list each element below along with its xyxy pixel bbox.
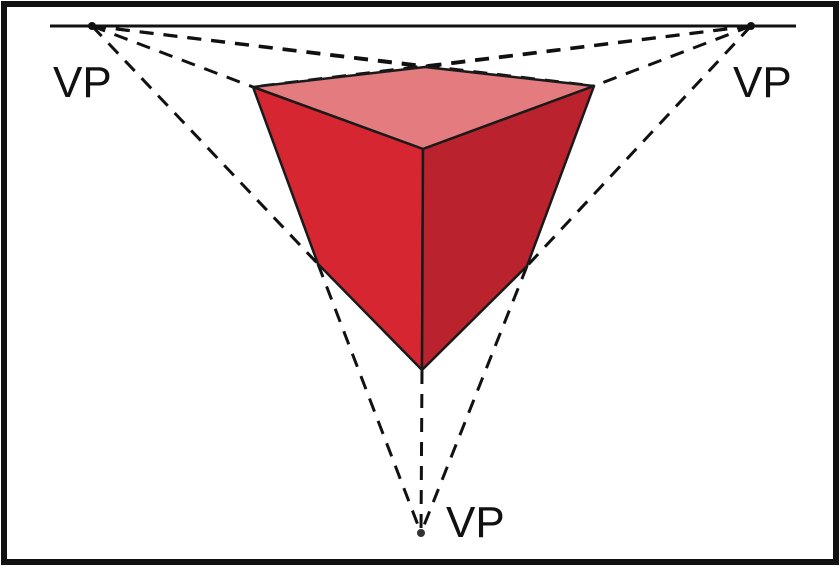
vp-right-dot [747, 22, 755, 30]
vp-bottom-label: VP [446, 498, 505, 547]
cube-right-face [420, 84, 596, 372]
cube [251, 65, 596, 372]
vp-bottom-dot [417, 529, 425, 537]
guide-left-to-top-left [91, 24, 254, 89]
guide-bottom-left-edge [316, 263, 423, 534]
vp-left-label: VP [53, 58, 112, 107]
vp-left-dot [88, 22, 96, 30]
vp-right-label: VP [733, 58, 792, 107]
guide-bottom-center-edge [419, 369, 424, 534]
guide-left-to-bottom-left [90, 24, 320, 266]
guide-right-to-bottom-right [525, 24, 753, 268]
guide-right-to-top-right [593, 24, 752, 88]
